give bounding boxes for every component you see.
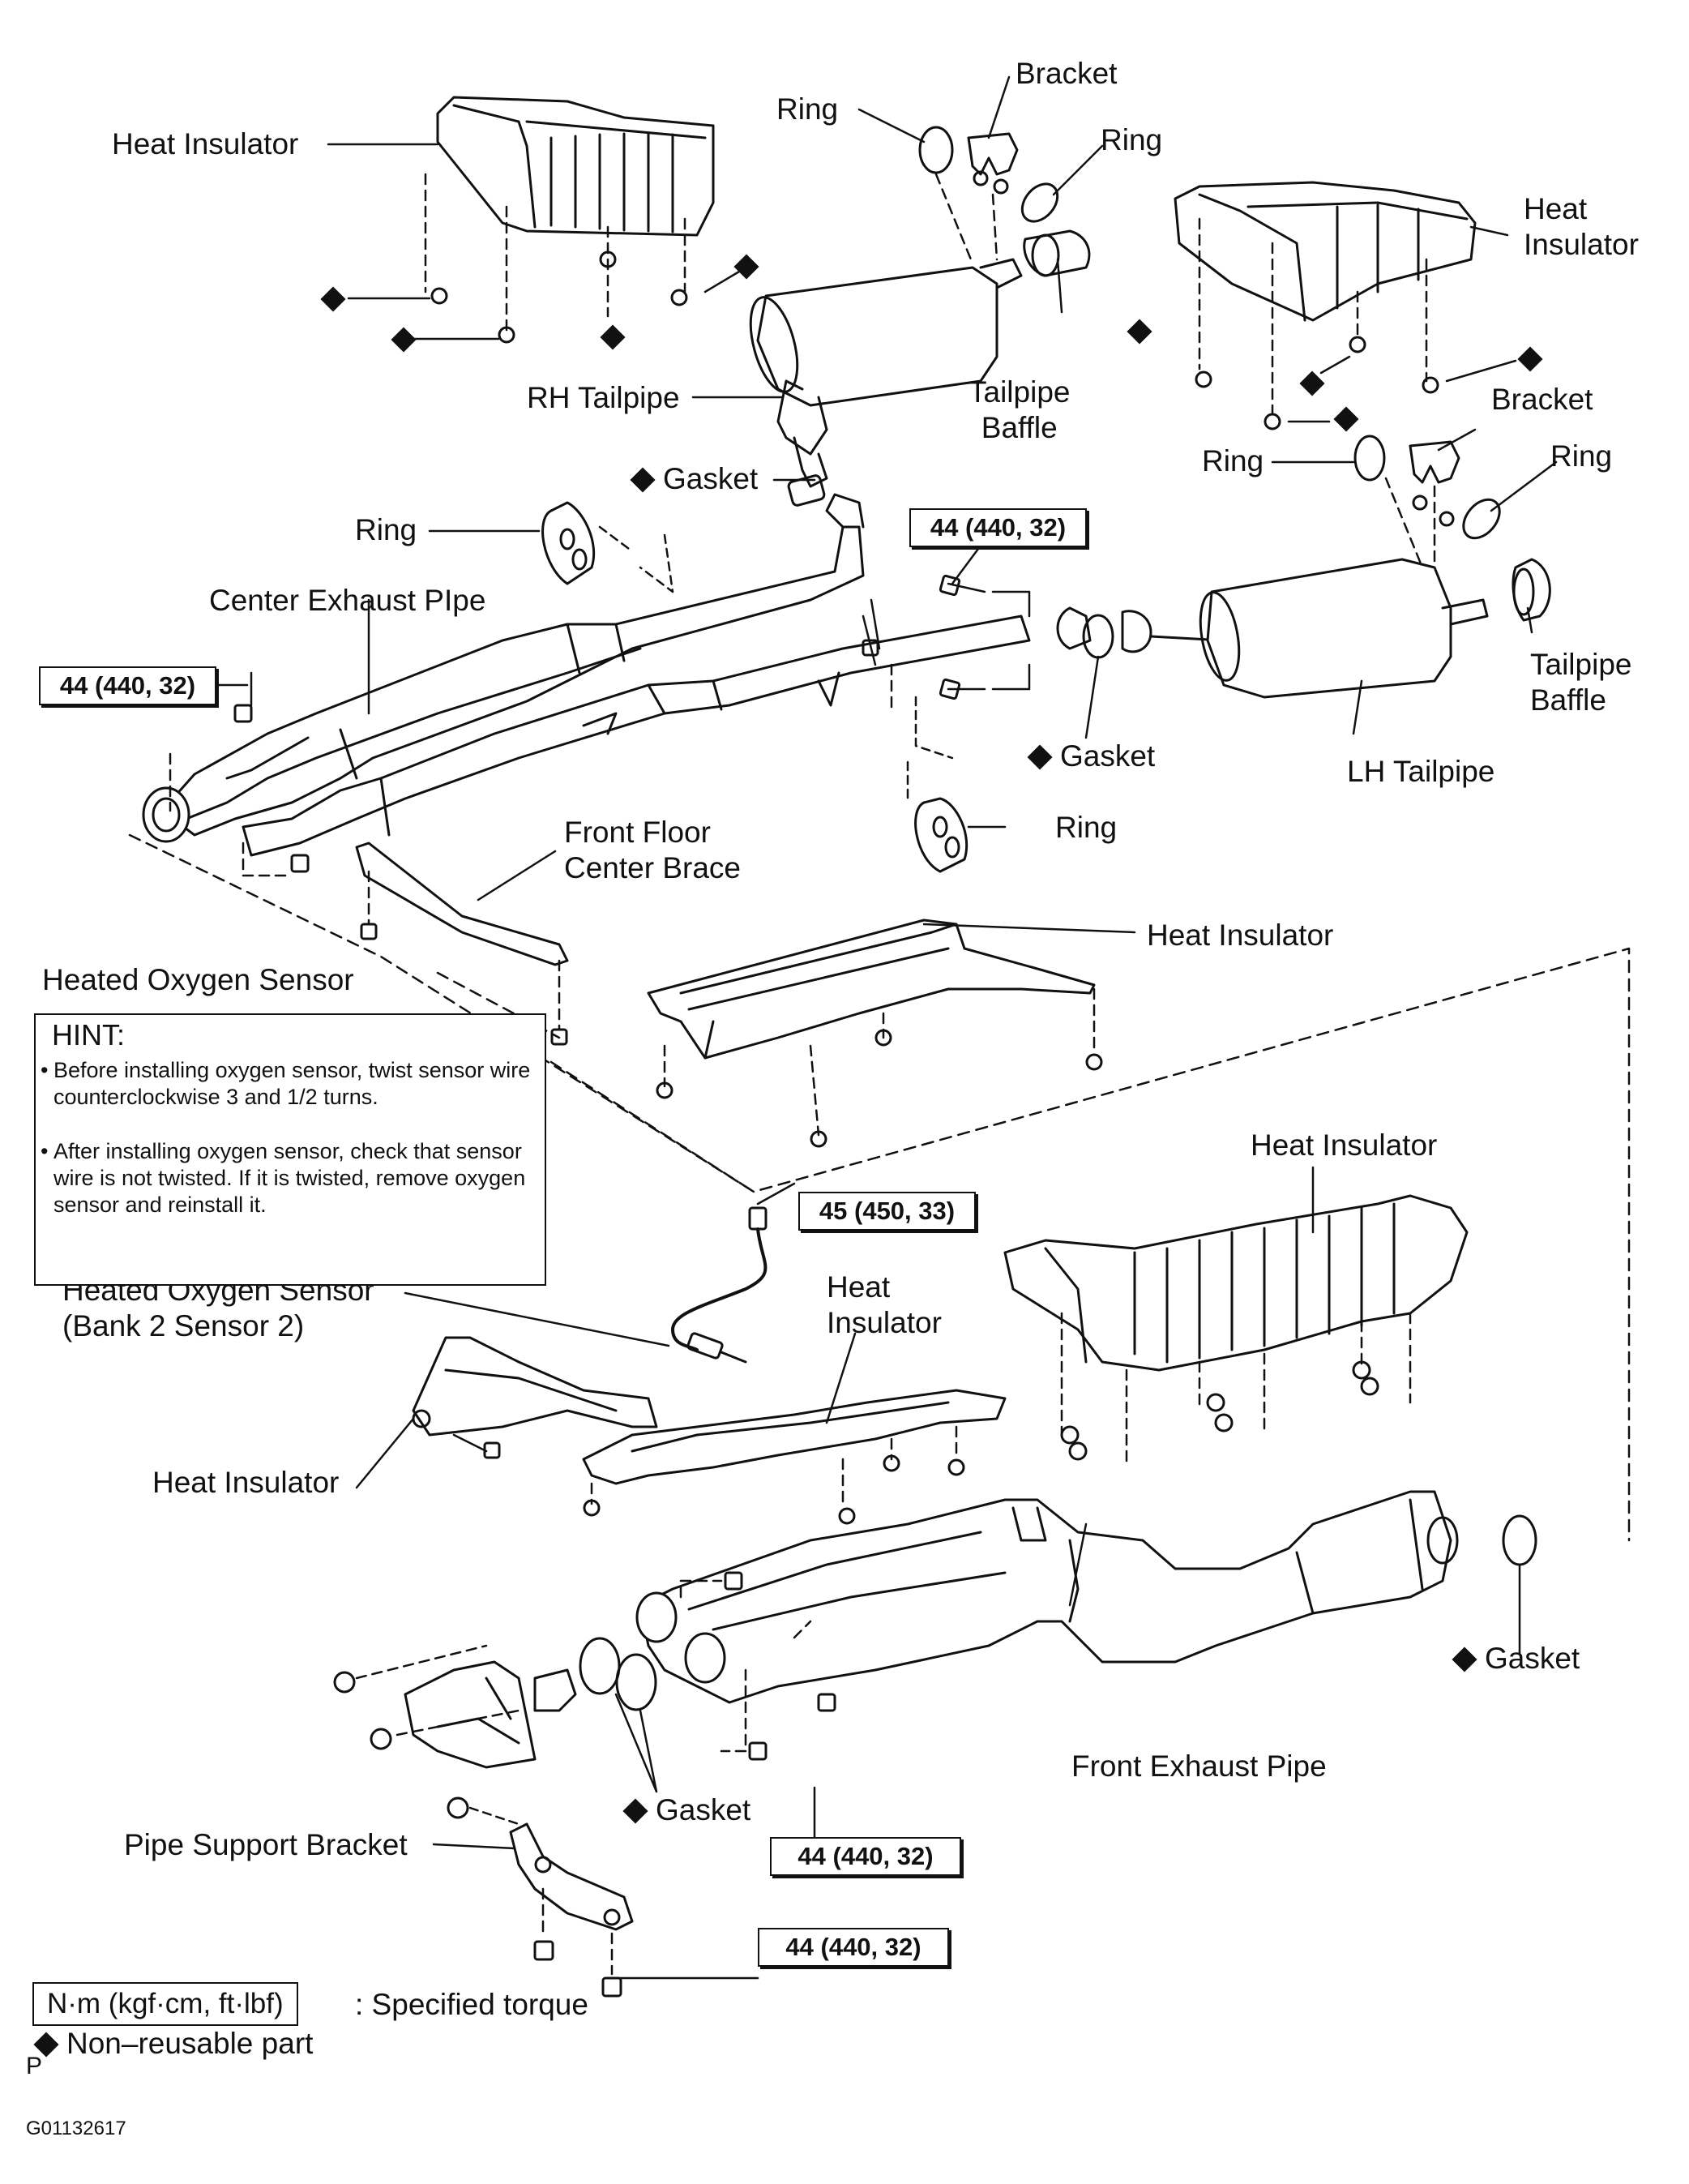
label-ring-right-a: Ring [1202,444,1264,477]
label-heat-insulator-top-right: Heat Insulator [1524,192,1639,261]
ring-lower-part [914,797,969,873]
hint-box: HINT: •Before installing oxygen sensor, … [34,1013,546,1286]
label-heat-insulator-lower-left: Heat Insulator [152,1466,340,1499]
torque-spec-box: 44 (440, 32) [758,1928,949,1967]
label-gasket-center: Gasket [630,462,758,496]
label-heat-insulator-lower-right: Heat Insulator [1251,1128,1438,1162]
non-reusable-icon [630,467,656,493]
label-tailpipe-baffle-top: Tailpipe Baffle [969,375,1071,444]
label-gasket-right: Gasket [1027,739,1155,773]
label-bracket-right: Bracket [1491,383,1593,416]
heat-insulator-lower-left-part [412,1336,658,1459]
lh-tailpipe-part [1149,558,1551,699]
non-reusable-icon [1027,744,1053,770]
heat-insulator-top-right-part [1174,181,1517,430]
heat-insulator-top-left-part [347,96,741,344]
center-exhaust-pipe-part [142,493,1152,857]
ring-left-part [541,501,596,585]
label-bracket-top: Bracket [1016,57,1118,90]
label-ring-left: Ring [355,513,417,546]
label-lh-tailpipe: LH Tailpipe [1347,755,1495,788]
label-center-exhaust-pipe: Center Exhaust PIpe [209,584,486,617]
heated-oxygen-sensor-part [671,1206,768,1364]
bracket-top-part [967,132,1019,176]
torque-spec-box: 44 (440, 32) [770,1837,961,1876]
gasket-far-right-part [1502,1514,1537,1566]
gasket-bottom-ring-b [615,1653,657,1711]
heat-insulator-lower-right-part [1003,1194,1469,1469]
heat-insulator-middle-part [647,919,1103,1148]
label-gasket-bottom: Gasket [622,1793,750,1827]
hint-title: HINT: [52,1018,125,1051]
front-floor-center-brace-part [355,841,569,966]
label-front-floor-center-brace: Front Floor Center Brace [564,816,741,884]
legend-torque-desc: : Specified torque [355,1988,588,2021]
torque-spec-box: 44 (440, 32) [909,508,1087,547]
tailpipe-baffle-top-part [1023,229,1091,277]
leader-lines [217,75,1558,1980]
bracket-right-part [1409,440,1460,484]
label-tailpipe-baffle-right: Tailpipe Baffle [1530,648,1632,717]
legend-nonreusable: Non–reusable part [33,2027,313,2061]
label-ring-top-right: Ring [1101,123,1163,156]
rh-tailpipe-part [749,258,1023,507]
legend-torque-unit-box: N·m (kgf·cm, ft·lbf) [32,1982,298,2026]
non-reusable-icon [1452,1647,1477,1672]
ring-right-a-part [1353,435,1386,482]
label-pipe-support-bracket: Pipe Support Bracket [124,1828,408,1861]
hint-item: •Before installing oxygen sensor, twist … [41,1058,531,1109]
label-heat-insulator-middle: Heat Insulator [1147,919,1334,952]
front-exhaust-pipe-part [635,1490,1459,1704]
bolts-center [233,574,986,873]
non-reusable-icon [622,1798,648,1824]
label-gasket-far-right: Gasket [1452,1642,1580,1676]
ring-right-b-part [1462,498,1501,540]
label-heat-insulator-top-left: Heat Insulator [112,127,299,161]
legend-p-mark: P [26,2053,43,2079]
heat-insulator-lower-mid-part [582,1389,1007,1525]
ring-top-part [918,126,954,174]
label-rh-tailpipe: RH Tailpipe [527,381,680,414]
label-heated-oxygen-sensor: Heated Oxygen Sensor [42,963,354,996]
figure-code: G01132617 [26,2118,126,2139]
torque-spec-box: 44 (440, 32) [39,666,216,705]
ring-top-right-part [1020,182,1059,223]
non-reusable-markers [320,254,1543,432]
hint-item: •After installing oxygen sensor, check t… [41,1139,526,1217]
torque-spec-box: 45 (450, 33) [798,1192,976,1231]
gasket-bottom-ring-a [579,1637,621,1695]
label-front-exhaust-pipe: Front Exhaust Pipe [1071,1749,1327,1783]
label-heat-insulator-lower-mid: Heat Insulator [827,1270,942,1339]
manifold-connection-part [333,1571,836,1793]
pipe-support-bracket-part [447,1796,634,1998]
label-ring-top: Ring [776,92,839,126]
label-ring-right-b: Ring [1550,439,1613,473]
label-ring-lower: Ring [1055,811,1118,844]
